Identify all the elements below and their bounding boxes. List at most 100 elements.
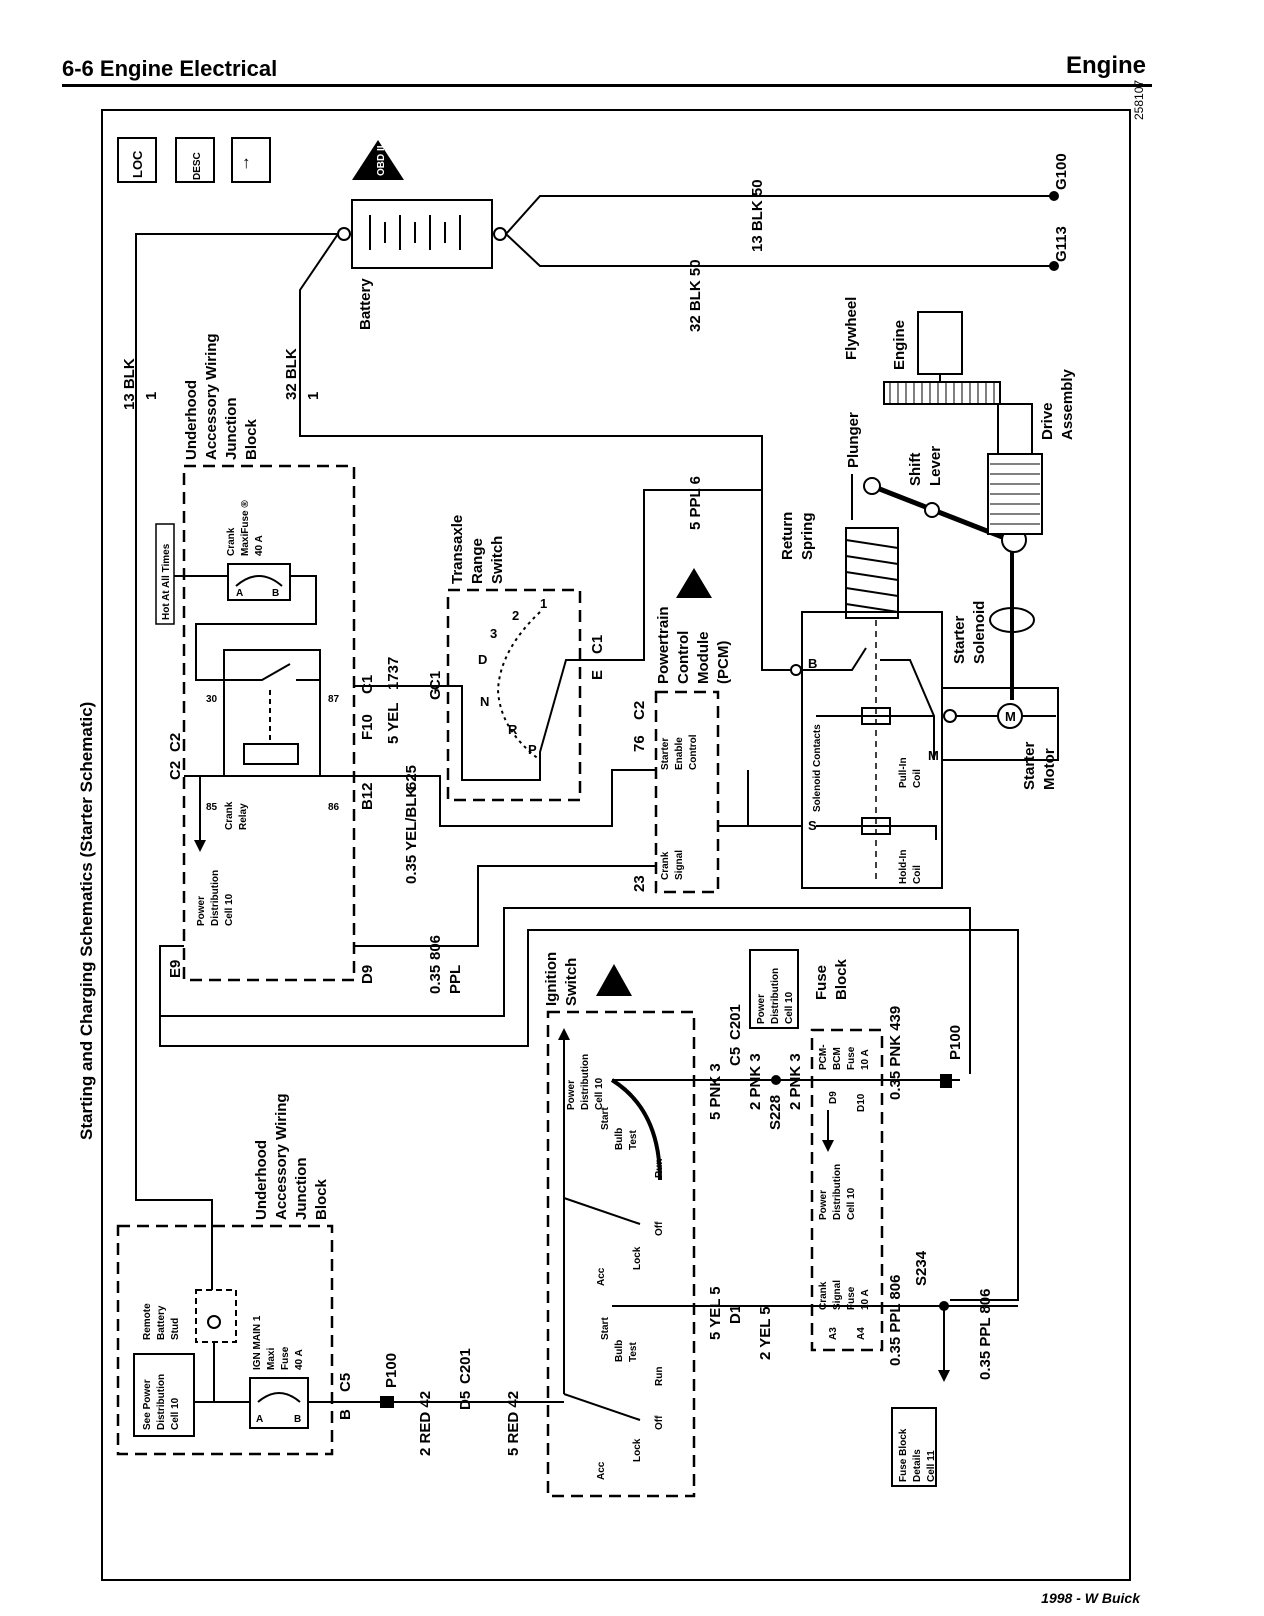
fuse-block-label-2: Block [833, 958, 850, 1000]
ujb-bottom-2: Accessory Wiring [273, 1093, 290, 1220]
page-footer: 1998 - W Buick [1041, 1590, 1140, 1606]
shift-lever-label-1: Shift [907, 453, 924, 486]
flywheel-label: Flywheel [843, 297, 860, 360]
wire-label-2pnk3-b: 2 PNK 3 [787, 1053, 804, 1110]
drive-label-1: Drive [1039, 402, 1056, 440]
fbd-2: Details [912, 1449, 923, 1482]
wire-label-035pnk439: 0.35 PNK 439 [887, 1006, 904, 1100]
conn-c2-top: C2 [167, 733, 184, 752]
fuse-block-label-1: Fuse [813, 965, 830, 1000]
ignmain-3: Fuse [280, 1346, 291, 1370]
pcm-label-3: Module [695, 632, 712, 685]
see-pdc-2: Distribution [156, 1374, 167, 1430]
conn-d1: D1 [727, 1305, 744, 1324]
ignmain-2: Maxi [266, 1348, 277, 1370]
solenoid-contact-out [880, 659, 935, 760]
crank-maxifuse-label-1: Crank [226, 527, 237, 556]
pdc-top-2: Distribution [210, 870, 221, 926]
starter-motor-label-2: Motor [1041, 748, 1058, 790]
ign-arrow-up-icon [558, 1028, 570, 1040]
ign1-acc: Acc [596, 1267, 607, 1286]
ign-switch-contact-1 [563, 1197, 641, 1225]
wire-label-32blk-1: 1 [305, 392, 322, 400]
header-rule [62, 84, 1152, 87]
crank-maxifuse-pin-a: A [236, 588, 243, 599]
pcm-fuse-2: BCM [832, 1047, 843, 1070]
shift-lever-label-2: Lever [927, 446, 944, 486]
sec-2: Enable [674, 737, 685, 770]
relay-pin-30: 30 [206, 694, 218, 705]
conn-d5: D5 [457, 1391, 474, 1410]
diagram-frame [101, 109, 1131, 1581]
conn-d9: D9 [359, 965, 376, 984]
ignition-warning-icon [596, 964, 632, 996]
ground-g100-label: G100 [1053, 153, 1070, 190]
pcm-box [654, 690, 720, 894]
pcm-fuse-4: 10 A [860, 1049, 871, 1070]
ign-start-arc-1 [610, 1078, 662, 1181]
wire-5ppl6 [580, 489, 762, 661]
pcm-label-1: Powertrain [655, 606, 672, 684]
pdc-fuse-1: Power [756, 994, 767, 1024]
fuse-a4: A4 [856, 1327, 867, 1340]
shaft-rotation-arrow [989, 607, 1035, 633]
return-spring-label-1: Return [779, 512, 796, 560]
underhood-junction-block-top [182, 464, 356, 982]
wire-label-035yelblk: 0.35 YEL/BLK [403, 787, 420, 884]
splice-s228 [771, 1075, 781, 1085]
wire-e9-loop [159, 929, 1019, 1301]
ignmain-1: IGN MAIN 1 [252, 1315, 263, 1370]
desc-icon: DESC [175, 137, 215, 183]
see-pdc-box [133, 1353, 195, 1437]
wire-fuse-to-relay [195, 575, 317, 681]
trs-label-2: Range [469, 538, 486, 584]
conn-s234: S234 [913, 1250, 930, 1286]
ign1-run: Run [654, 1159, 665, 1178]
trs-label-3: Switch [489, 536, 506, 584]
trs-arc [496, 611, 541, 761]
wire-holdin [816, 825, 937, 840]
loc-icon: LOC [117, 137, 157, 183]
conn-e: E [589, 670, 606, 680]
fuse-block-details-box [891, 1407, 937, 1487]
fuse-arrow-down-icon [822, 1140, 834, 1152]
crank-fuse2-4: 10 A [860, 1289, 871, 1310]
arrow-down-icon [194, 840, 206, 852]
ujb-top-label-3: Junction [223, 398, 240, 461]
trs-pos-n: N [480, 694, 489, 709]
engine-block [917, 311, 963, 375]
ignition-switch-label-2: Switch [563, 958, 580, 1006]
ign2-test: Test [628, 1342, 639, 1362]
relay-pin-87: 87 [328, 694, 340, 705]
sec-3: Control [688, 734, 699, 770]
solenoid-contacts-label: Solenoid Contacts [812, 724, 823, 812]
p100-left-connector-icon [380, 1396, 394, 1408]
battery-label: Battery [357, 278, 374, 330]
wire-label-2yel5: 2 YEL 5 [757, 1306, 774, 1360]
wire-label-5ppl6: 5 PPL 6 [687, 476, 704, 530]
conn-b12: B12 [359, 782, 376, 810]
diagram-title: Starting and Charging Schematics (Starte… [77, 702, 96, 1140]
wire-label-035ppl806a: 0.35 PPL 806 [887, 1275, 904, 1366]
hot-at-all-times-box [155, 523, 175, 625]
relay-pin-86: 86 [328, 802, 340, 813]
crank-relay-contact [226, 663, 291, 681]
pull-in-label-1: Pull-In [898, 757, 909, 788]
svg-text:LOC: LOC [130, 150, 145, 178]
wire-label-5yel: 5 YEL [385, 703, 402, 744]
ujb-bottom-1: Underhood [253, 1140, 270, 1220]
wire-32blk50 [505, 233, 1050, 267]
crank-relay-coil [243, 743, 299, 765]
fbd-3: Cell 11 [926, 1450, 937, 1482]
starter-solenoid-box [801, 611, 943, 889]
conn-c2-left: C2 [167, 761, 184, 780]
ign2-off: Off [654, 1415, 665, 1430]
svg-text:DESC: DESC [192, 152, 203, 180]
pdc-fuse2-1: Power [818, 1190, 829, 1220]
conn-c1-c: C1 [589, 635, 606, 654]
ign2-bulb: Bulb [614, 1340, 625, 1362]
ign2-run: Run [654, 1367, 665, 1386]
ujb-bottom-3: Junction [293, 1158, 310, 1221]
wire-625 [354, 769, 656, 827]
